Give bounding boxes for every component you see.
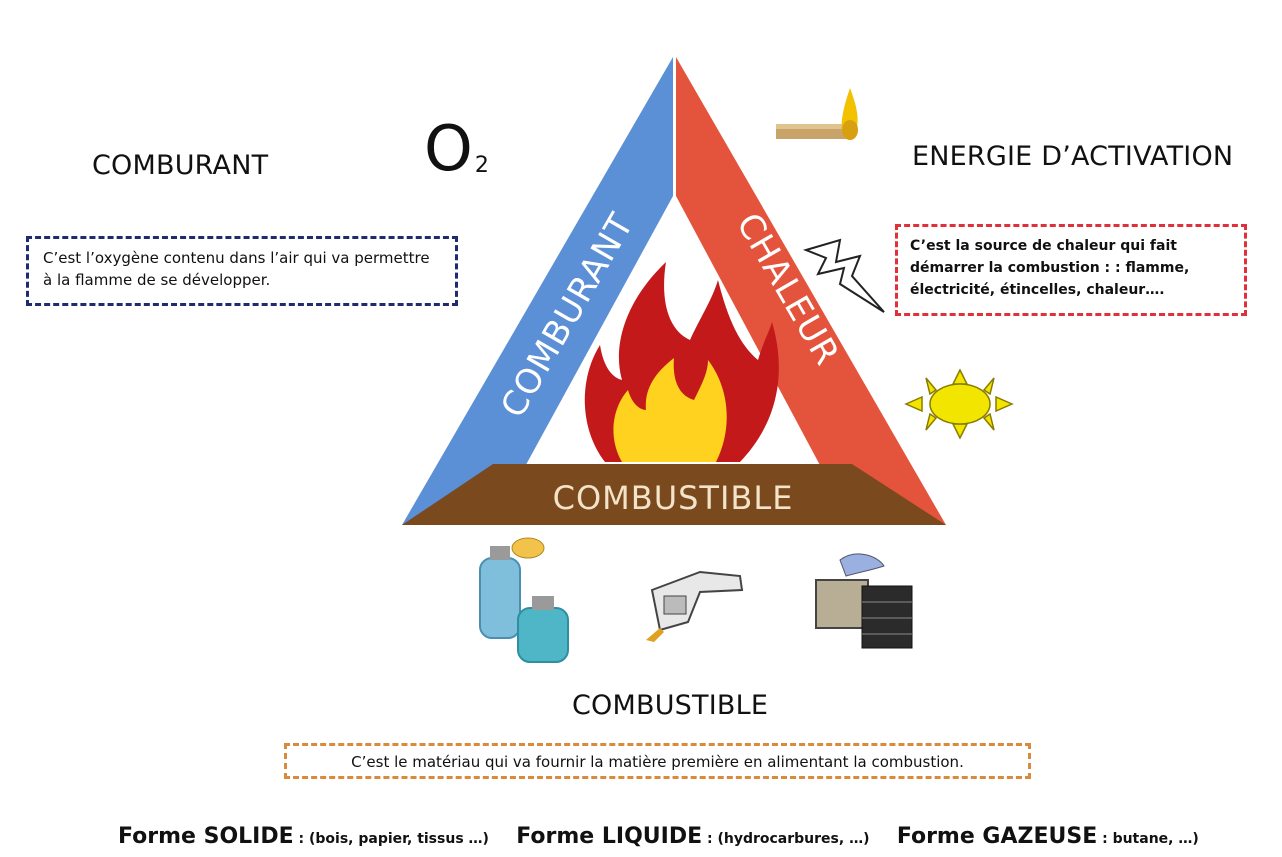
o2-letter: O: [424, 112, 473, 185]
energie-description-box: C’est la source de chaleur qui fait déma…: [895, 224, 1247, 316]
o2-subscript: 2: [474, 153, 489, 178]
lightning-icon: [802, 238, 885, 313]
triangle-base: [402, 464, 946, 525]
gas-bottle-icon: [479, 537, 569, 663]
forms-line: Forme SOLIDE : (bois, papier, tissus …) …: [118, 824, 1199, 849]
energie-heading: ENERGIE D’ACTIVATION: [912, 141, 1234, 172]
triangle-right-side: [676, 57, 946, 525]
combustible-heading: COMBUSTIBLE: [572, 690, 769, 721]
triangle-left-side: [402, 57, 673, 525]
flame-icon: [584, 262, 779, 462]
triangle-base-label: COMBUSTIBLE: [553, 479, 794, 517]
form-liquide-detail: : (hydrocarbures, …): [702, 831, 870, 847]
combustible-description-box: C’est le matériau qui va fournir la mati…: [284, 743, 1031, 779]
energie-description: C’est la source de chaleur qui fait déma…: [910, 238, 1190, 298]
o2-formula: O2: [424, 118, 489, 195]
form-solide-detail: : (bois, papier, tissus …): [293, 831, 489, 847]
fuel-nozzle-icon: [646, 570, 744, 642]
form-gazeuse-label: Forme GAZEUSE: [896, 824, 1098, 849]
form-liquide-label: Forme LIQUIDE: [516, 824, 703, 849]
comburant-heading: COMBURANT: [92, 150, 269, 181]
comburant-description: C’est l’oxygène contenu dans l’air qui v…: [43, 249, 430, 289]
form-solide-label: Forme SOLIDE: [118, 824, 294, 849]
match-icon: [776, 88, 858, 140]
comburant-description-box: C’est l’oxygène contenu dans l’air qui v…: [26, 236, 458, 306]
form-gazeuse-detail: : butane, …): [1097, 831, 1199, 847]
sun-icon: [904, 368, 1014, 440]
combustible-description: C’est le matériau qui va fournir la mati…: [351, 753, 964, 771]
wood-books-icon: [815, 553, 913, 649]
